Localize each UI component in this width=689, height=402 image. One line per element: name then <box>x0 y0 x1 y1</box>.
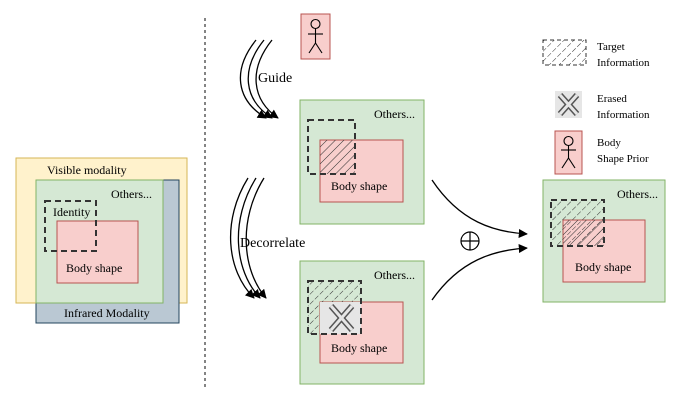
erased-x-icon <box>557 92 580 117</box>
top-others-label: Others... <box>374 107 415 121</box>
decorrelate-arrows <box>230 177 267 299</box>
result-panel: Others... Body shape <box>542 179 666 303</box>
body-shape-region <box>56 220 139 284</box>
result-body-label: Body shape <box>575 260 631 274</box>
body-shape-label: Body shape <box>66 261 122 275</box>
decorrelate-label: Decorrelate <box>240 236 305 251</box>
decorrelated-panel: Others... Body shape <box>299 260 425 385</box>
legend-prior: Body Shape Prior <box>554 130 649 175</box>
legend-target-line1: Target <box>597 41 625 53</box>
identity-label: Identity <box>53 205 90 219</box>
identity-region <box>44 200 97 252</box>
guide-label: Guide <box>258 71 292 86</box>
others-label: Others... <box>111 187 152 201</box>
guide-arrows <box>239 39 279 119</box>
guided-panel: Others... Body shape <box>299 99 425 225</box>
legend-prior-line2: Shape Prior <box>597 153 649 165</box>
legend-erased: Erased Information <box>555 91 650 121</box>
legend: Target Information Erased Information Bo… <box>542 39 650 175</box>
result-others-label: Others... <box>617 187 658 201</box>
legend-erased-line1: Erased <box>597 93 627 105</box>
legend-target: Target Information <box>542 39 650 69</box>
legend-target-line2: Information <box>597 57 650 69</box>
target-overlap <box>320 140 355 174</box>
target-swatch <box>542 39 587 66</box>
top-body-label: Body shape <box>331 179 387 193</box>
bottom-body-label: Body shape <box>331 341 387 355</box>
stick-figure-icon <box>300 13 331 60</box>
erased-x-icon <box>328 304 355 332</box>
bottom-others-label: Others... <box>374 268 415 282</box>
oplus-icon <box>460 231 480 251</box>
legend-erased-line2: Information <box>597 109 650 121</box>
stick-figure-icon <box>554 130 583 175</box>
visible-modality-label: Visible modality <box>47 163 127 177</box>
infrared-modality-label: Infrared Modality <box>64 306 150 320</box>
combine-arrow-top <box>431 179 528 239</box>
combine-arrow-bottom <box>431 243 528 301</box>
modality-overview: Visible modality Infrared Modality Other… <box>15 157 188 324</box>
legend-prior-line1: Body <box>597 137 621 149</box>
